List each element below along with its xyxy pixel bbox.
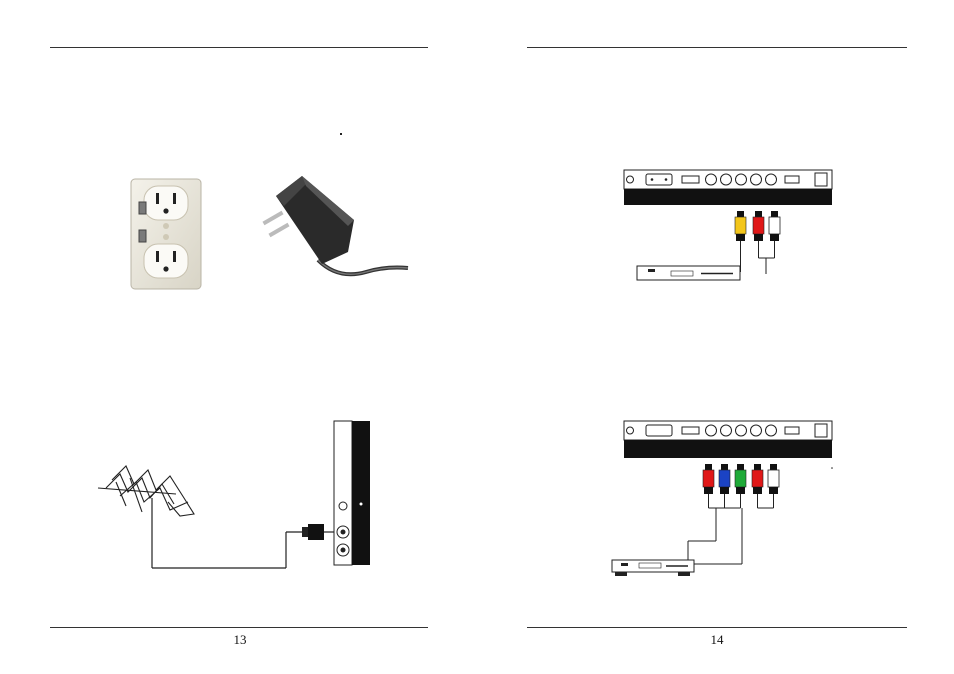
tick-mark <box>340 133 342 135</box>
right-footer-rule <box>527 627 907 628</box>
right-page-number: 14 <box>710 632 724 647</box>
wall-outlet-illustration <box>130 178 202 290</box>
left-footer-rule <box>50 627 428 628</box>
antenna-connection-diagram <box>97 420 370 569</box>
left-page-number: 13 <box>233 632 247 647</box>
right-header-rule <box>527 47 907 48</box>
power-adapter-illustration <box>262 176 409 277</box>
component-connection-diagram <box>611 420 833 576</box>
av-composite-connection-diagram <box>623 169 833 281</box>
left-header-rule <box>50 47 428 48</box>
